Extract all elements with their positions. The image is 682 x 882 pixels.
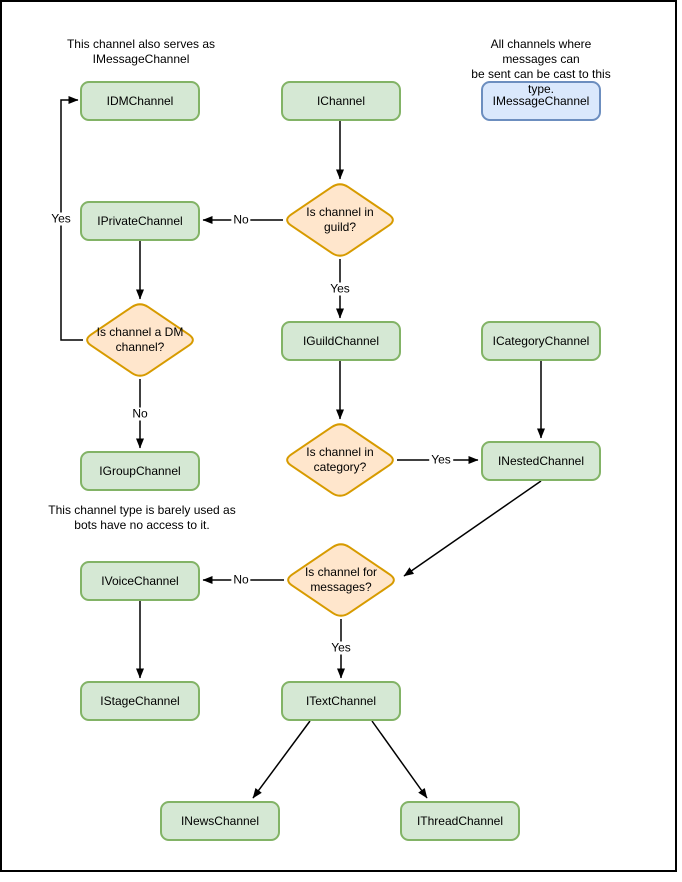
node-iprivatechannel: IPrivateChannel	[80, 201, 200, 241]
node-iguildchannel: IGuildChannel	[281, 321, 401, 361]
node-icategorychannel: ICategoryChannel	[481, 321, 601, 361]
node-inestedchannel: INestedChannel	[481, 441, 601, 481]
node-inewschannel: INewsChannel	[160, 801, 280, 841]
node-q-dm: Is channel a DM channel?	[96, 325, 184, 354]
note-dm-note: This channel also serves as IMessageChan…	[66, 37, 216, 66]
note-group-note: This channel type is barely used as bots…	[48, 503, 236, 532]
node-itextchannel: ITextChannel	[281, 681, 401, 721]
note-message-note: All channels where messages can be sent …	[471, 37, 611, 96]
node-shape-q-dm	[86, 303, 194, 377]
edge-label-qguild-no-private: No	[231, 212, 251, 227]
edge-label-qmessages-no-voice: No	[231, 572, 251, 587]
edge-text-to-thread	[371, 720, 428, 799]
node-imessagechannel: IMessageChannel	[481, 81, 601, 121]
node-q-messages: Is channel for messages?	[304, 565, 378, 594]
node-ivoicechannel: IVoiceChannel	[80, 561, 200, 601]
edge-text-to-news	[252, 720, 311, 799]
node-q-category: Is channel in category?	[306, 445, 374, 474]
edge-label-qdm-yes-idm: Yes	[49, 211, 73, 226]
node-shape-q-category	[286, 423, 394, 497]
node-igroupchannel: IGroupChannel	[80, 451, 200, 491]
node-ithreadchannel: IThreadChannel	[400, 801, 520, 841]
node-shape-q-messages	[287, 543, 395, 617]
node-q-guild: Is channel in guild?	[306, 205, 374, 234]
node-idmchannel: IDMChannel	[80, 81, 200, 121]
node-shape-q-guild	[286, 183, 394, 257]
edge-label-qguild-yes-guildchannel: Yes	[328, 281, 352, 296]
edge-label-qcategory-yes-nested: Yes	[429, 452, 453, 467]
node-istagechannel: IStageChannel	[80, 681, 200, 721]
edge-nested-to-qmessages	[403, 480, 542, 577]
edge-label-qdm-no-group: No	[130, 406, 150, 421]
node-ichannel: IChannel	[281, 81, 401, 121]
edge-label-qmessages-yes-text: Yes	[329, 640, 353, 655]
